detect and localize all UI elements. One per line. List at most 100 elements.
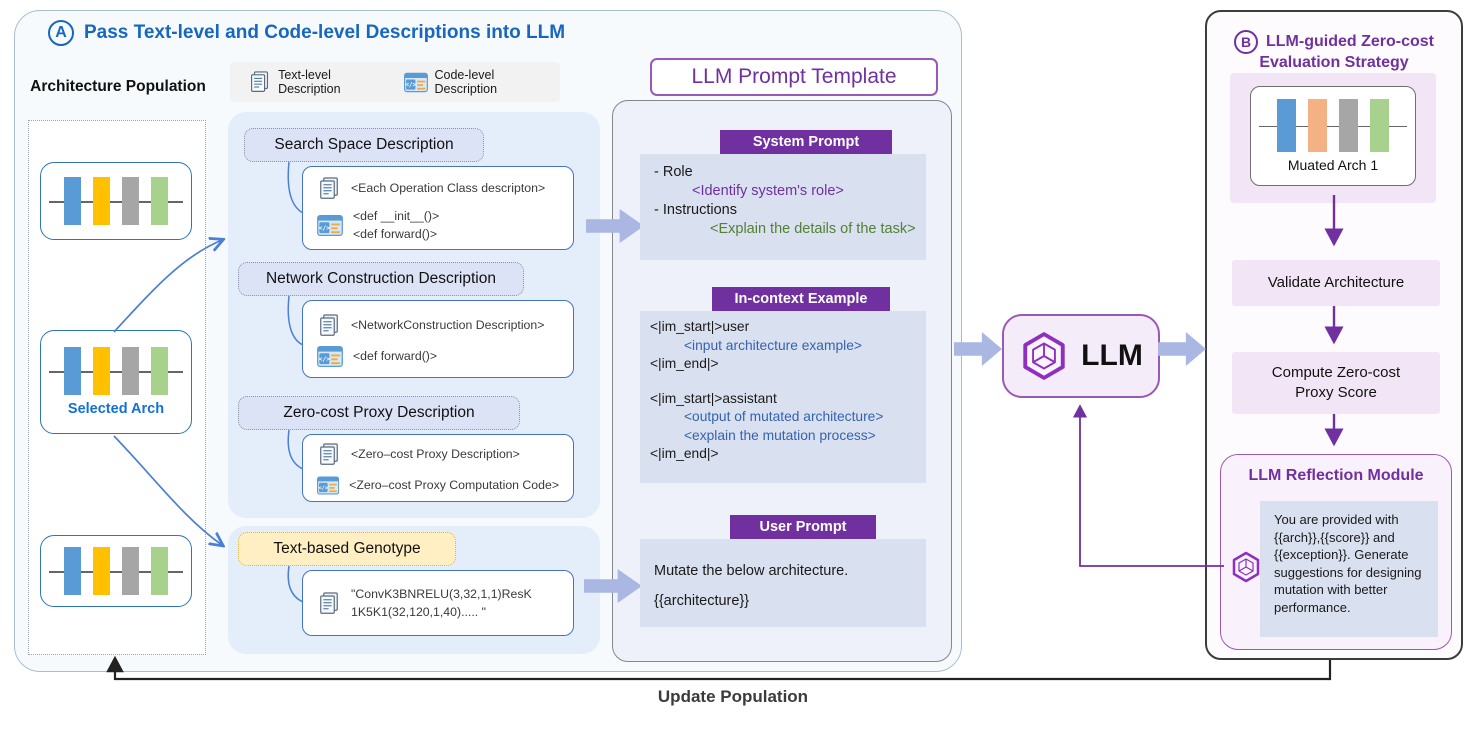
- legend-text-item: Text-level Description: [248, 67, 380, 97]
- code-description-icon: [317, 475, 340, 495]
- text-description-icon: [320, 591, 338, 614]
- legend-code-label: Code-level Description: [434, 68, 498, 96]
- prompt-line: <|im_end|>: [650, 446, 719, 461]
- arch-diagram: [41, 177, 191, 225]
- card-search-space: <Each Operation Class descripton> <def _…: [302, 166, 574, 250]
- code-description-icon: [403, 72, 428, 92]
- arch-bar-gray: [122, 547, 139, 595]
- pill-search-space: Search Space Description: [244, 128, 484, 162]
- doc-line: <NetworkConstruction Description>: [351, 317, 545, 332]
- doc-line: <Zero–cost Proxy Description>: [351, 446, 520, 461]
- llm-reflection-module: LLM Reflection Module You are provided w…: [1220, 454, 1452, 650]
- genotype-line: "ConvK3BNRELU(3,32,1,1)ResK: [351, 586, 532, 601]
- doc-row: <Zero–cost Proxy Description>: [303, 441, 573, 468]
- prompt-line: <output of mutated architecture>: [684, 409, 884, 424]
- arch-bar-gray: [122, 177, 139, 225]
- panel-b-badge: B: [1234, 30, 1258, 54]
- system-prompt-body: - Role <Identify system's role> - Instru…: [640, 154, 926, 260]
- reflection-body: You are provided with {{arch}},{{score}}…: [1260, 501, 1438, 637]
- card-zero-cost-proxy: <Zero–cost Proxy Description> <Zero–cost…: [302, 434, 574, 502]
- arch-bar-green: [151, 347, 168, 395]
- legend: Text-level Description Code-level Descri…: [230, 62, 560, 102]
- user-prompt-header: User Prompt: [730, 515, 876, 539]
- reflection-hexagon-icon: [1232, 551, 1260, 583]
- arch-bar-green: [1370, 99, 1389, 152]
- arch-bar-salmon: [1308, 99, 1327, 152]
- mutated-arch-container: Muated Arch 1: [1230, 73, 1436, 203]
- doc-row: <NetworkConstruction Description>: [303, 312, 573, 339]
- step-compute-proxy-score: Compute Zero-cost Proxy Score: [1232, 352, 1440, 414]
- panel-a-titlebar: A Pass Text-level and Code-level Descrip…: [48, 20, 565, 46]
- code-row: <Zero–cost Proxy Computation Code>: [303, 475, 573, 496]
- incontext-body: <|im_start|>user <input architecture exa…: [640, 311, 926, 483]
- prompt-line: <input architecture example>: [684, 337, 862, 353]
- panel-b: B LLM-guided Zero-cost Evaluation Strate…: [1205, 10, 1463, 660]
- panel-a-badge: A: [48, 20, 74, 46]
- arch-bar-blue: [64, 547, 81, 595]
- arch-diagram: [41, 347, 191, 395]
- incontext-header: In-context Example: [712, 287, 890, 311]
- prompt-line: <Identify system's role>: [692, 183, 844, 199]
- step-line: Compute Zero-cost: [1271, 364, 1401, 381]
- arch-bar-blue: [1277, 99, 1296, 152]
- reflection-title: LLM Reflection Module: [1248, 467, 1424, 484]
- pill-text-genotype: Text-based Genotype: [238, 532, 456, 566]
- arch-bar-gray: [1339, 99, 1358, 152]
- mutated-arch-card: Muated Arch 1: [1250, 86, 1416, 186]
- arch-bar-yellow: [93, 177, 110, 225]
- genotype-line: 1K5K1(32,120,1,40)..... ": [351, 604, 486, 619]
- legend-text-label: Text-level Description: [278, 68, 341, 96]
- prompt-line: <|im_start|>assistant: [650, 390, 777, 406]
- prompt-line: Mutate the below architecture.: [654, 563, 849, 579]
- arch-bar-yellow: [93, 347, 110, 395]
- code-row: <def __init__()> <def forward()>: [303, 209, 573, 242]
- arch-card-bottom: [40, 535, 192, 607]
- feedback-reflection-to-llm: [1072, 404, 1224, 567]
- text-description-icon: [320, 313, 338, 336]
- text-description-icon: [320, 442, 338, 465]
- text-description-icon: [251, 71, 269, 92]
- arch-card-top: [40, 162, 192, 240]
- code-line: <Zero–cost Proxy Computation Code>: [349, 477, 559, 492]
- selected-arch-label: Selected Arch: [67, 401, 165, 417]
- prompt-line: {{architecture}}: [654, 593, 750, 609]
- panel-b-title-line1: LLM-guided Zero-cost: [1266, 33, 1434, 50]
- code-line: <def forward()>: [353, 226, 438, 241]
- arch-bar-gray: [122, 347, 139, 395]
- arch-diagram: [1251, 99, 1415, 152]
- pill-network-construction: Network Construction Description: [238, 262, 524, 296]
- card-network-construction: <NetworkConstruction Description> <def f…: [302, 300, 574, 378]
- pill-zero-cost-proxy: Zero-cost Proxy Description: [238, 396, 520, 430]
- code-row: <def forward()>: [303, 345, 573, 367]
- panel-a-title: Pass Text-level and Code-level Descripti…: [84, 22, 566, 43]
- code-description-icon: [317, 345, 343, 367]
- prompt-line: <|im_start|>user: [650, 319, 750, 334]
- mutated-arch-label: Muated Arch 1: [1287, 157, 1379, 173]
- arch-card-selected: Selected Arch: [40, 330, 192, 434]
- arch-bar-green: [151, 177, 168, 225]
- user-prompt-body: Mutate the below architecture. {{archite…: [640, 539, 926, 627]
- arch-bar-blue: [64, 347, 81, 395]
- update-population-label: Update Population: [657, 687, 809, 706]
- population-title: Architecture Population: [30, 78, 206, 95]
- arch-bar-green: [151, 547, 168, 595]
- text-description-icon: [320, 176, 338, 199]
- prompt-line: <|im_end|>: [650, 356, 719, 371]
- code-line: <def __init__()>: [353, 208, 440, 223]
- panel-b-title-line2: Evaluation Strategy: [1259, 54, 1409, 71]
- arch-diagram: [41, 547, 191, 595]
- llm-label: LLM: [1081, 339, 1143, 372]
- blank-line: [650, 374, 926, 390]
- arrow-llm-to-panelb: [1158, 332, 1206, 366]
- doc-row: <Each Operation Class descripton>: [303, 175, 573, 202]
- panel-b-titlebar: B LLM-guided Zero-cost: [1207, 30, 1461, 54]
- prompt-template-title: LLM Prompt Template: [650, 58, 938, 96]
- card-text-genotype: "ConvK3BNRELU(3,32,1,1)ResK 1K5K1(32,120…: [302, 570, 574, 636]
- doc-line: <Each Operation Class descripton>: [351, 180, 546, 195]
- llm-hexagon-icon: [1023, 332, 1065, 380]
- prompt-line: <Explain the details of the task>: [710, 221, 916, 237]
- arch-bar-blue: [64, 177, 81, 225]
- step-validate-architecture: Validate Architecture: [1232, 260, 1440, 306]
- prompt-line: - Role: [654, 164, 693, 180]
